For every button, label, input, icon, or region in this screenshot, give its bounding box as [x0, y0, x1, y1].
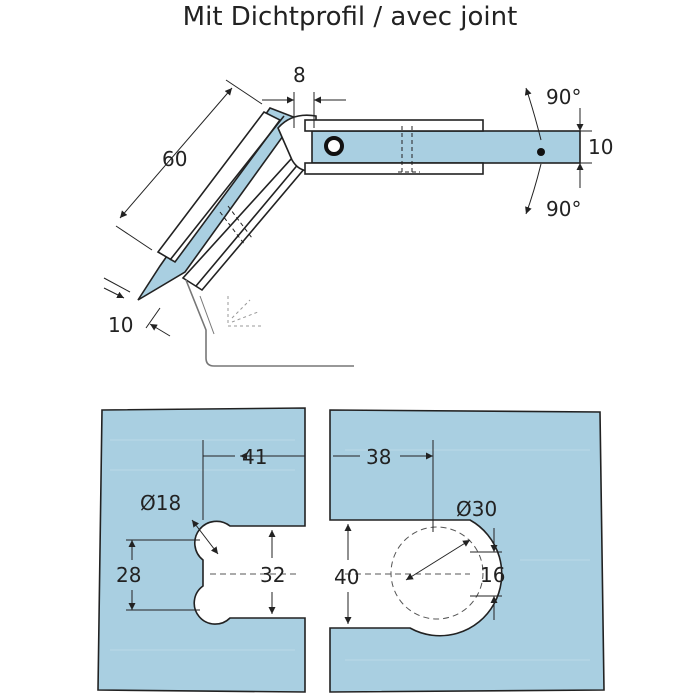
horizontal-clamp-top [304, 119, 484, 132]
pivot-axis-dot [537, 148, 545, 156]
dim-left-hole-spacing: 28 [116, 563, 141, 587]
dim-right-slot-height: 40 [334, 565, 359, 589]
dim-right-hole-diameter: Ø30 [456, 497, 497, 521]
wall-frame [185, 279, 354, 367]
dim-length-60: 60 [162, 147, 187, 171]
dim-right-distance: 38 [366, 445, 391, 469]
top-view [103, 79, 592, 367]
dim-left-slot-height: 32 [260, 563, 285, 587]
dim-left-hole-diameter: Ø18 [140, 491, 181, 515]
dim-angle-down: 90° [546, 197, 581, 221]
dim-left-distance: 41 [242, 445, 267, 469]
dim-gap-8: 8 [293, 63, 306, 87]
page-title: Mit Dichtprofil / avec joint [182, 2, 518, 32]
dim-angle-up: 90° [546, 85, 581, 109]
horizontal-clamp-bottom [304, 162, 484, 175]
dim-right-inner-height: 16 [480, 563, 505, 587]
left-glass-cutout [97, 407, 306, 693]
cutout-view [97, 407, 605, 693]
right-glass-cutout [329, 409, 605, 693]
pivot-ring [324, 136, 344, 156]
dim-thickness-right: 10 [588, 135, 613, 159]
dim-thickness-left: 10 [108, 313, 133, 337]
